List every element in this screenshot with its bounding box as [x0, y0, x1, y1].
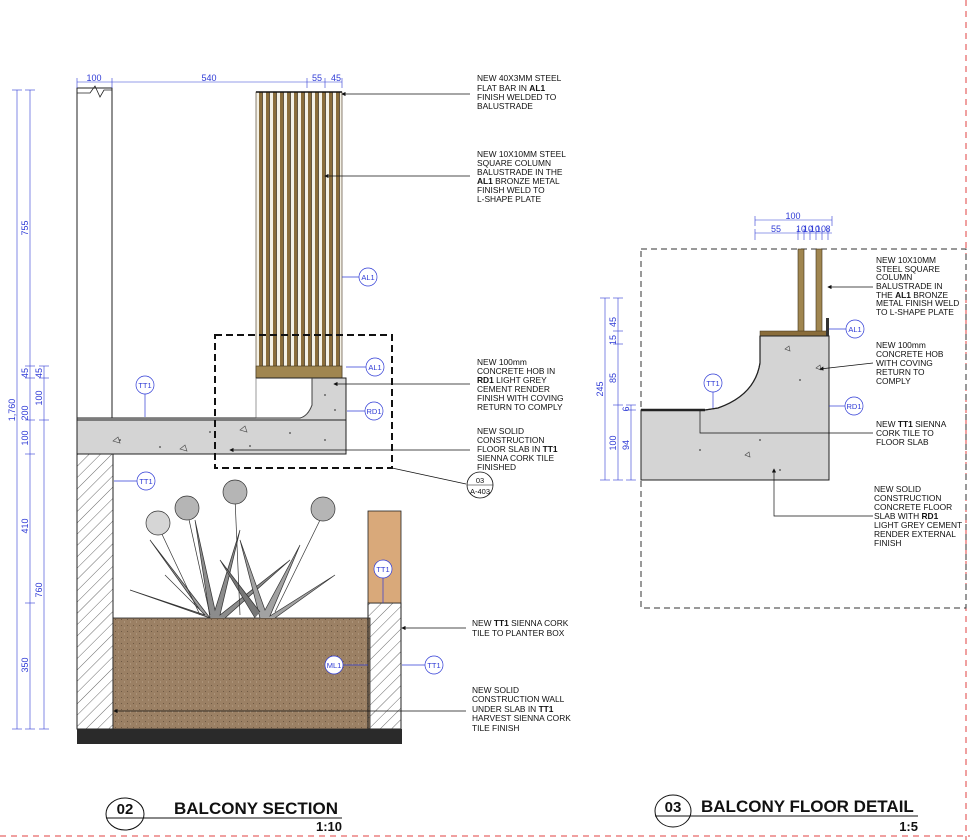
view-title-left: BALCONY SECTION [174, 799, 338, 818]
detail-reference-bubble: 03 A-403 [466, 471, 494, 499]
rnote-column: NEW 10X10MM STEEL SQUARE COLUMN BALUSTRA… [876, 255, 962, 317]
rdim-top-10a: 10 [796, 224, 806, 234]
note-hob: NEW 100mm CONCRETE HOB IN RD1 LIGHT GREY… [477, 357, 566, 412]
rdim-left-85: 85 [608, 373, 618, 383]
tags-right [703, 319, 865, 416]
tag-tt1-b: TT1 [139, 477, 152, 486]
tag-tt1-a: TT1 [138, 381, 151, 390]
break-line [77, 85, 112, 98]
dim-left-760: 760 [34, 582, 44, 597]
callout-top: 03 [476, 476, 484, 485]
rdim-left-45: 45 [608, 317, 618, 327]
dim-inner-45: 45 [34, 368, 44, 378]
rdim-inner-6: 6 [621, 406, 631, 411]
rdim-top-100: 100 [785, 211, 800, 221]
floor-slab [76, 419, 347, 455]
rtag-tt1: TT1 [706, 379, 719, 388]
rdim-inner-94: 94 [621, 440, 631, 450]
detail-plate-edge [826, 318, 829, 336]
tags-left [114, 267, 444, 675]
dim-left-755: 755 [20, 220, 30, 235]
note-wall: NEW SOLID CONSTRUCTION WALL UNDER SLAB I… [472, 685, 573, 733]
rdim-top-10c: 10 [810, 224, 820, 234]
dim-left-45: 45 [20, 368, 30, 378]
dim-left-1760: 1,760 [7, 399, 17, 422]
note-column: NEW 10X10MM STEEL SQUARE COLUMN BALUSTRA… [477, 149, 568, 204]
note-flat-bar: NEW 40X3MM STEEL FLAT BAR IN AL1 FINISH … [477, 73, 563, 111]
rtag-rd1: RD1 [846, 402, 861, 411]
tag-ml1: ML1 [327, 661, 342, 670]
balustrade-bars [255, 91, 343, 379]
detail-column-b [815, 248, 823, 334]
concrete-hob [76, 377, 347, 421]
existing-wall [76, 87, 113, 419]
tag-tt1-d: TT1 [427, 661, 440, 670]
title-block-left: 02 BALCONY SECTION 1:10 [105, 797, 342, 834]
note-planter: NEW TT1 SIENNA CORK TILE TO PLANTER BOX [472, 618, 571, 638]
rnote-hob: NEW 100mm CONCRETE HOB WITH COVING RETUR… [876, 340, 946, 386]
balustrade-base-plate [255, 365, 343, 379]
note-slab: NEW SOLID CONSTRUCTION FLOOR SLAB IN TT1… [477, 426, 560, 472]
rdim-top-10b: 10 [803, 224, 813, 234]
left-dimensions-right [600, 297, 636, 481]
dim-top-45: 45 [331, 73, 341, 83]
dim-top-100: 100 [86, 73, 101, 83]
rtag-al1: AL1 [848, 325, 861, 334]
tag-al1-b: AL1 [368, 363, 381, 372]
rdim-left-245: 245 [595, 381, 605, 396]
rdim-left-15: 15 [608, 335, 618, 345]
callout-bottom: A-403 [470, 487, 490, 496]
view-scale-left: 1:10 [316, 819, 342, 834]
tag-al1-a: AL1 [361, 273, 374, 282]
rdim-left-100: 100 [608, 435, 618, 450]
view-number-right: 03 [665, 799, 682, 816]
tag-tt1-c: TT1 [376, 565, 389, 574]
rnote-slab: NEW SOLID CONSTRUCTION CONCRETE FLOOR SL… [874, 484, 964, 548]
dim-top-55: 55 [312, 73, 322, 83]
rnote-tile: NEW TT1 SIENNA CORK TILE TO FLOOR SLAB [876, 419, 948, 447]
detail-slab-hob [640, 335, 830, 481]
detail-callout-box [214, 334, 393, 469]
view-title-right: BALCONY FLOOR DETAIL [701, 797, 914, 816]
title-block-right: 03 BALCONY FLOOR DETAIL 1:5 [654, 794, 918, 834]
timber-post [367, 510, 402, 604]
detail-column-a [797, 248, 805, 334]
leaders-right [699, 284, 874, 517]
dim-left-100: 100 [20, 430, 30, 445]
dim-left-410: 410 [20, 518, 30, 533]
top-dimensions-left [76, 78, 343, 88]
rdim-top-10d: 10 [816, 224, 826, 234]
rdim-top-55: 55 [771, 224, 781, 234]
base-strip [77, 729, 402, 744]
planter-plants [129, 479, 336, 619]
balcony-floor-detail-view: 100 55 10 10 10 10 8 245 45 15 85 100 94… [595, 211, 967, 834]
wall-under-slab [76, 453, 114, 730]
detail-plate [759, 330, 829, 337]
view-number-left: 02 [117, 801, 134, 818]
planter-wall [367, 602, 402, 730]
dim-inner-100: 100 [34, 390, 44, 405]
dim-top-540: 540 [201, 73, 216, 83]
leaders-left [113, 91, 470, 714]
left-dimensions [12, 89, 49, 730]
dim-left-200: 200 [20, 405, 30, 420]
dim-left-350: 350 [20, 657, 30, 672]
tag-rd1: RD1 [366, 407, 381, 416]
balcony-section-view: 03 A-403 100 540 55 45 1,760 755 45 [7, 73, 573, 834]
top-dimensions-right [754, 216, 833, 240]
rdim-top-8: 8 [825, 224, 830, 234]
view-scale-right: 1:5 [899, 819, 918, 834]
